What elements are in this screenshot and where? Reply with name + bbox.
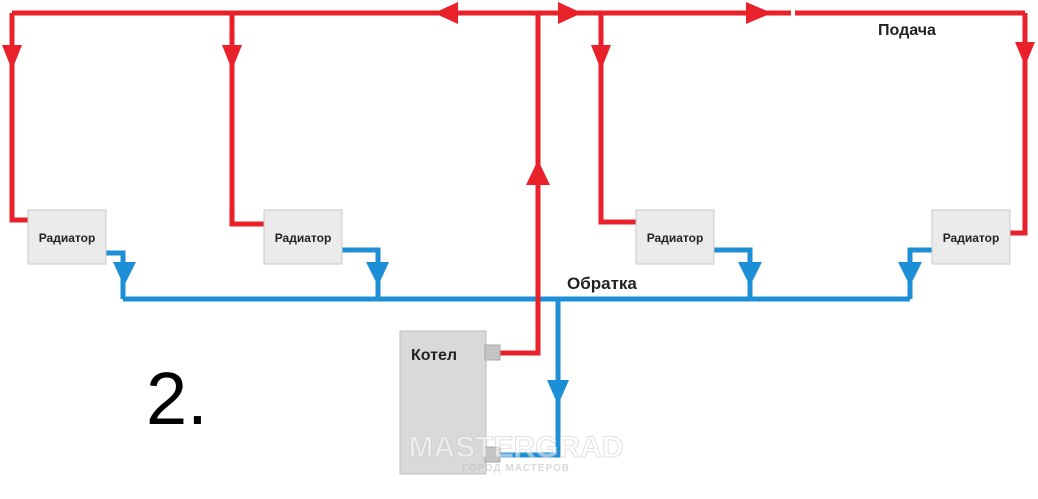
supply-label: Подача	[878, 22, 936, 39]
watermark-brand: MASTERGRAD	[409, 431, 624, 464]
supply-pipes	[9, 10, 1028, 356]
supply-riser-left-1	[9, 13, 30, 223]
supply-arrow-down-icon	[2, 45, 22, 70]
supply-arrow-right-icon	[558, 2, 582, 24]
radiator: Радиатор	[27, 209, 107, 265]
return-boiler-line	[500, 299, 561, 458]
supply-arrow-left-icon	[434, 2, 458, 24]
boiler: Котел	[399, 330, 501, 475]
return-arrow-down-icon	[113, 262, 136, 286]
supply-arrow-down-icon	[222, 45, 242, 70]
supply-riser-right-2	[1008, 13, 1028, 236]
supply-arrows	[2, 2, 1035, 185]
return-arrows	[113, 262, 922, 405]
radiator-label: Радиатор	[39, 231, 96, 245]
supply-arrow-down-icon	[1015, 42, 1035, 66]
boiler-supply-nozzle	[484, 344, 501, 361]
figure-number: 2.	[146, 357, 208, 440]
boiler-return-nozzle	[484, 446, 501, 463]
supply-arrow-right-icon	[746, 2, 772, 24]
radiator-label: Радиатор	[943, 231, 1000, 245]
supply-riser-right-1	[598, 13, 636, 225]
return-arrow-down-icon	[738, 262, 762, 286]
return-arrow-down-icon	[898, 262, 922, 286]
supply-riser-left-2	[229, 13, 265, 227]
return-arrow-down-icon	[366, 262, 389, 286]
supply-arrow-up-icon	[526, 160, 550, 185]
watermark-tagline: ГОРОД МАСТЕРОВ	[462, 463, 570, 474]
radiator: Радиатор	[263, 209, 343, 265]
radiator: Радиатор	[931, 209, 1011, 265]
radiator-label: Радиатор	[647, 231, 704, 245]
supply-boiler-riser	[500, 13, 541, 356]
radiator-label: Радиатор	[275, 231, 332, 245]
radiator: Радиатор	[635, 209, 715, 265]
return-label: Обратка	[567, 274, 637, 293]
boiler-label: Котел	[411, 347, 457, 364]
watermark-logo: MASTERGRAD ГОРОД МАСТЕРОВ	[408, 431, 624, 475]
supply-arrow-down-icon	[591, 45, 611, 70]
return-arrow-down-icon	[547, 380, 569, 405]
